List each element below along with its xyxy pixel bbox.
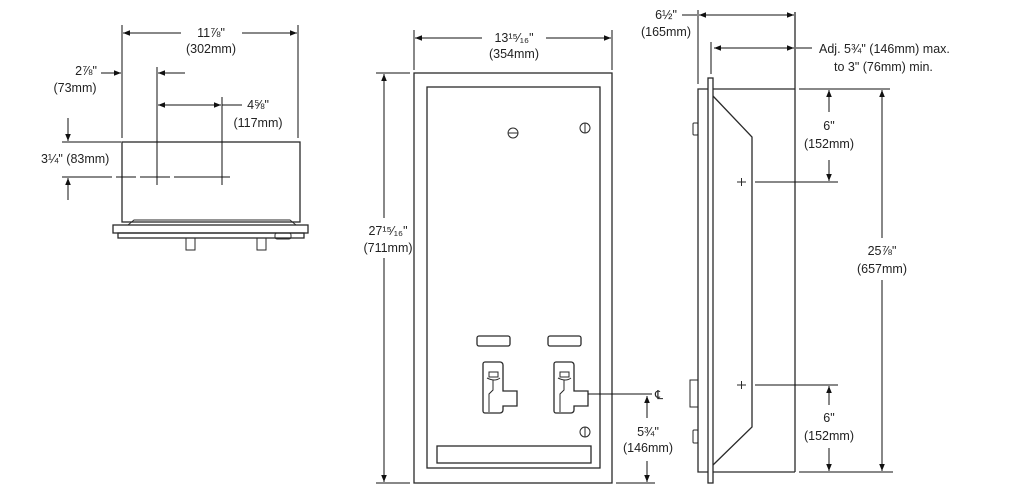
cl-height-mm: (146mm) xyxy=(623,441,673,455)
top-view-flange xyxy=(112,224,309,234)
front-view: 13¹⁵⁄₁₆" (354mm) 27¹⁵⁄₁₆" (711mm) ℄ 5¾" … xyxy=(363,30,673,484)
top-mount-in: 6" xyxy=(823,119,834,133)
side-height-in: 25⅞" xyxy=(868,244,897,258)
offset-mm: (73mm) xyxy=(53,81,96,95)
front-frame xyxy=(413,72,613,484)
mount-mark-bottom xyxy=(737,381,746,389)
top-width-mm: (302mm) xyxy=(186,42,236,56)
bottom-mount-in: 6" xyxy=(823,411,834,425)
coin-slot-right xyxy=(547,335,582,347)
front-height-mm: (711mm) xyxy=(363,241,412,255)
side-housing xyxy=(697,88,708,473)
top-view: 11⅞" (302mm) 2⅞" (73mm) 4⅝" (117mm) 3¼" … xyxy=(41,25,309,251)
top-view-body xyxy=(121,141,301,223)
side-height-mm: (657mm) xyxy=(857,262,907,276)
front-height-in: 27¹⁵⁄₁₆" xyxy=(368,224,407,238)
top-view-tab xyxy=(274,232,292,240)
front-width-mm: (354mm) xyxy=(489,47,539,61)
coin-slot-left xyxy=(476,335,511,347)
screw-icon xyxy=(579,426,591,438)
cl-height-in: 5¾" xyxy=(637,425,659,439)
stud-right xyxy=(256,237,267,251)
top-mount-mm: (152mm) xyxy=(804,137,854,151)
depth-label: 3¼" (83mm) xyxy=(41,152,109,166)
bottom-mount-mm: (152mm) xyxy=(804,429,854,443)
side-depth-mm: (165mm) xyxy=(641,25,691,39)
lock-icon xyxy=(507,127,519,139)
top-view-lip xyxy=(127,219,297,226)
mount-mark-top xyxy=(737,178,746,186)
adj-depth-line1: Adj. 5¾" (146mm) max. xyxy=(819,42,950,56)
adj-depth-line2: to 3" (76mm) min. xyxy=(834,60,933,74)
dispense-handle-right xyxy=(553,361,589,414)
retrieval-slot xyxy=(436,445,592,464)
side-depth-in: 6½" xyxy=(655,8,677,22)
stud-left xyxy=(185,237,196,251)
front-door-panel xyxy=(426,86,601,469)
dispense-handle-left xyxy=(482,361,518,414)
spacing-in: 4⅝" xyxy=(247,98,269,112)
side-flange xyxy=(707,77,714,484)
top-view-back-plate xyxy=(117,232,305,239)
side-view: 6½" (165mm) Adj. 5¾" (146mm) max. to 3" … xyxy=(641,8,950,484)
side-door-profile xyxy=(712,95,753,466)
centerline-symbol: ℄ xyxy=(654,388,664,402)
top-width-in: 11⅞" xyxy=(197,26,225,40)
screw-icon xyxy=(579,122,591,134)
spacing-mm: (117mm) xyxy=(233,116,282,130)
front-width-in: 13¹⁵⁄₁₆" xyxy=(494,31,533,45)
offset-in: 2⅞" xyxy=(75,64,97,78)
